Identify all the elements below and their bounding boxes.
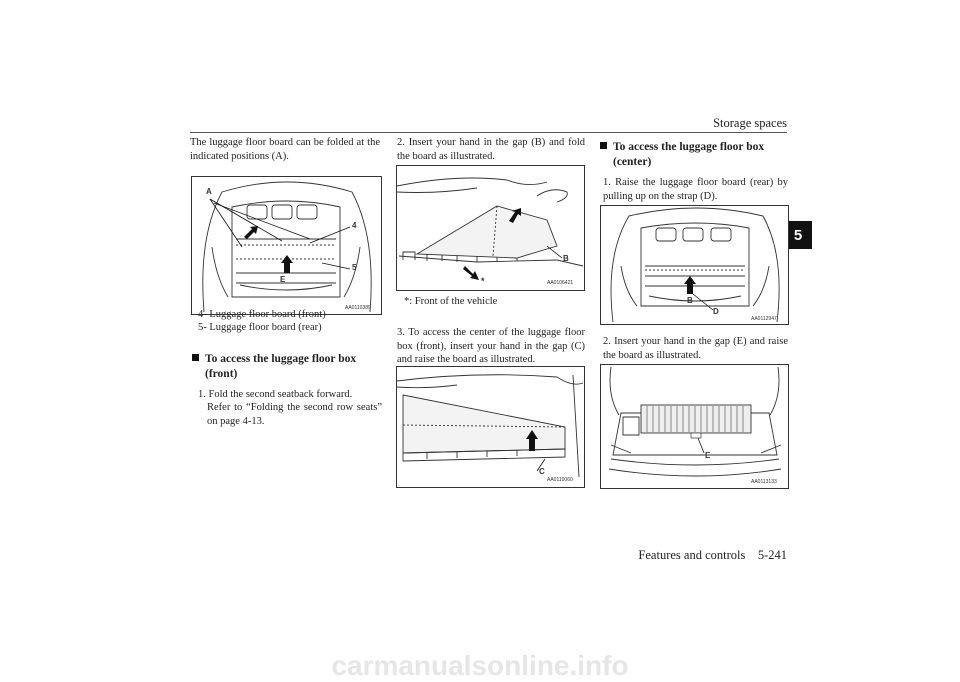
watermark: carmanualsonline.info (331, 650, 629, 681)
legend-item-4: 4- Luggage floor board (front) (198, 309, 326, 320)
fig1-label-e: E (280, 275, 286, 284)
step-3-raise-board: 3. To access the center of the luggage f… (397, 327, 585, 365)
figure-raise-board-gap-c: C AA0110060 (396, 366, 585, 488)
step-2-raise-board-gap-e: 2. Insert your hand in the gap (E) and r… (603, 336, 788, 361)
square-bullet-icon (600, 142, 607, 149)
fig2-label-b: B (563, 254, 569, 263)
fig1-label-4: 4 (352, 221, 357, 230)
figure-luggage-board-folded: A 4 5 E AA0110389 (191, 176, 382, 315)
figure-pull-strap-d: B D AA0112947 (600, 205, 789, 325)
intro-paragraph: The luggage floor board can be folded at… (190, 137, 380, 162)
step-1-raise-rear-board: 1. Raise the luggage floor board (rear) … (603, 177, 788, 202)
footnote-front-of-vehicle: *: Front of the vehicle (404, 296, 498, 307)
fig3-code: AA0110060 (547, 477, 573, 483)
fig3-label-c: C (539, 467, 545, 476)
fig4-label-b: B (687, 296, 693, 305)
fig1-label-a: A (206, 187, 212, 196)
figure-fold-board-gap-b: B * AA0106421 (396, 165, 585, 291)
heading-floor-box-front: To access the luggage floor box (front) (192, 352, 387, 381)
page-number: Features and controls 5-241 (638, 548, 787, 562)
step-1-fold-seatback: 1. Fold the second seatback forward. (198, 389, 353, 400)
square-bullet-icon (192, 354, 199, 361)
fig2-code: AA0106421 (547, 280, 574, 286)
section-title: Storage spaces (713, 116, 787, 130)
step-1-reference: Refer to “Folding the second row seats” … (207, 402, 382, 427)
fig5-code: AA0113133 (751, 479, 777, 485)
fig4-code: AA0112947 (751, 316, 777, 322)
fig5-label-e: E (705, 451, 711, 460)
legend-item-5: 5- Luggage floor board (rear) (198, 322, 322, 333)
fig1-code: AA0110389 (345, 305, 371, 311)
fig4-label-d: D (713, 307, 719, 316)
figure-floor-box-center: E AA0113133 (600, 364, 789, 489)
step-2-insert-hand: 2. Insert your hand in the gap (B) and f… (397, 137, 585, 162)
header-rule (190, 132, 787, 133)
fig1-label-5: 5 (352, 263, 357, 272)
heading-floor-box-center: To access the luggage floor box (center) (600, 140, 795, 169)
fig2-label-star: * (481, 276, 485, 286)
